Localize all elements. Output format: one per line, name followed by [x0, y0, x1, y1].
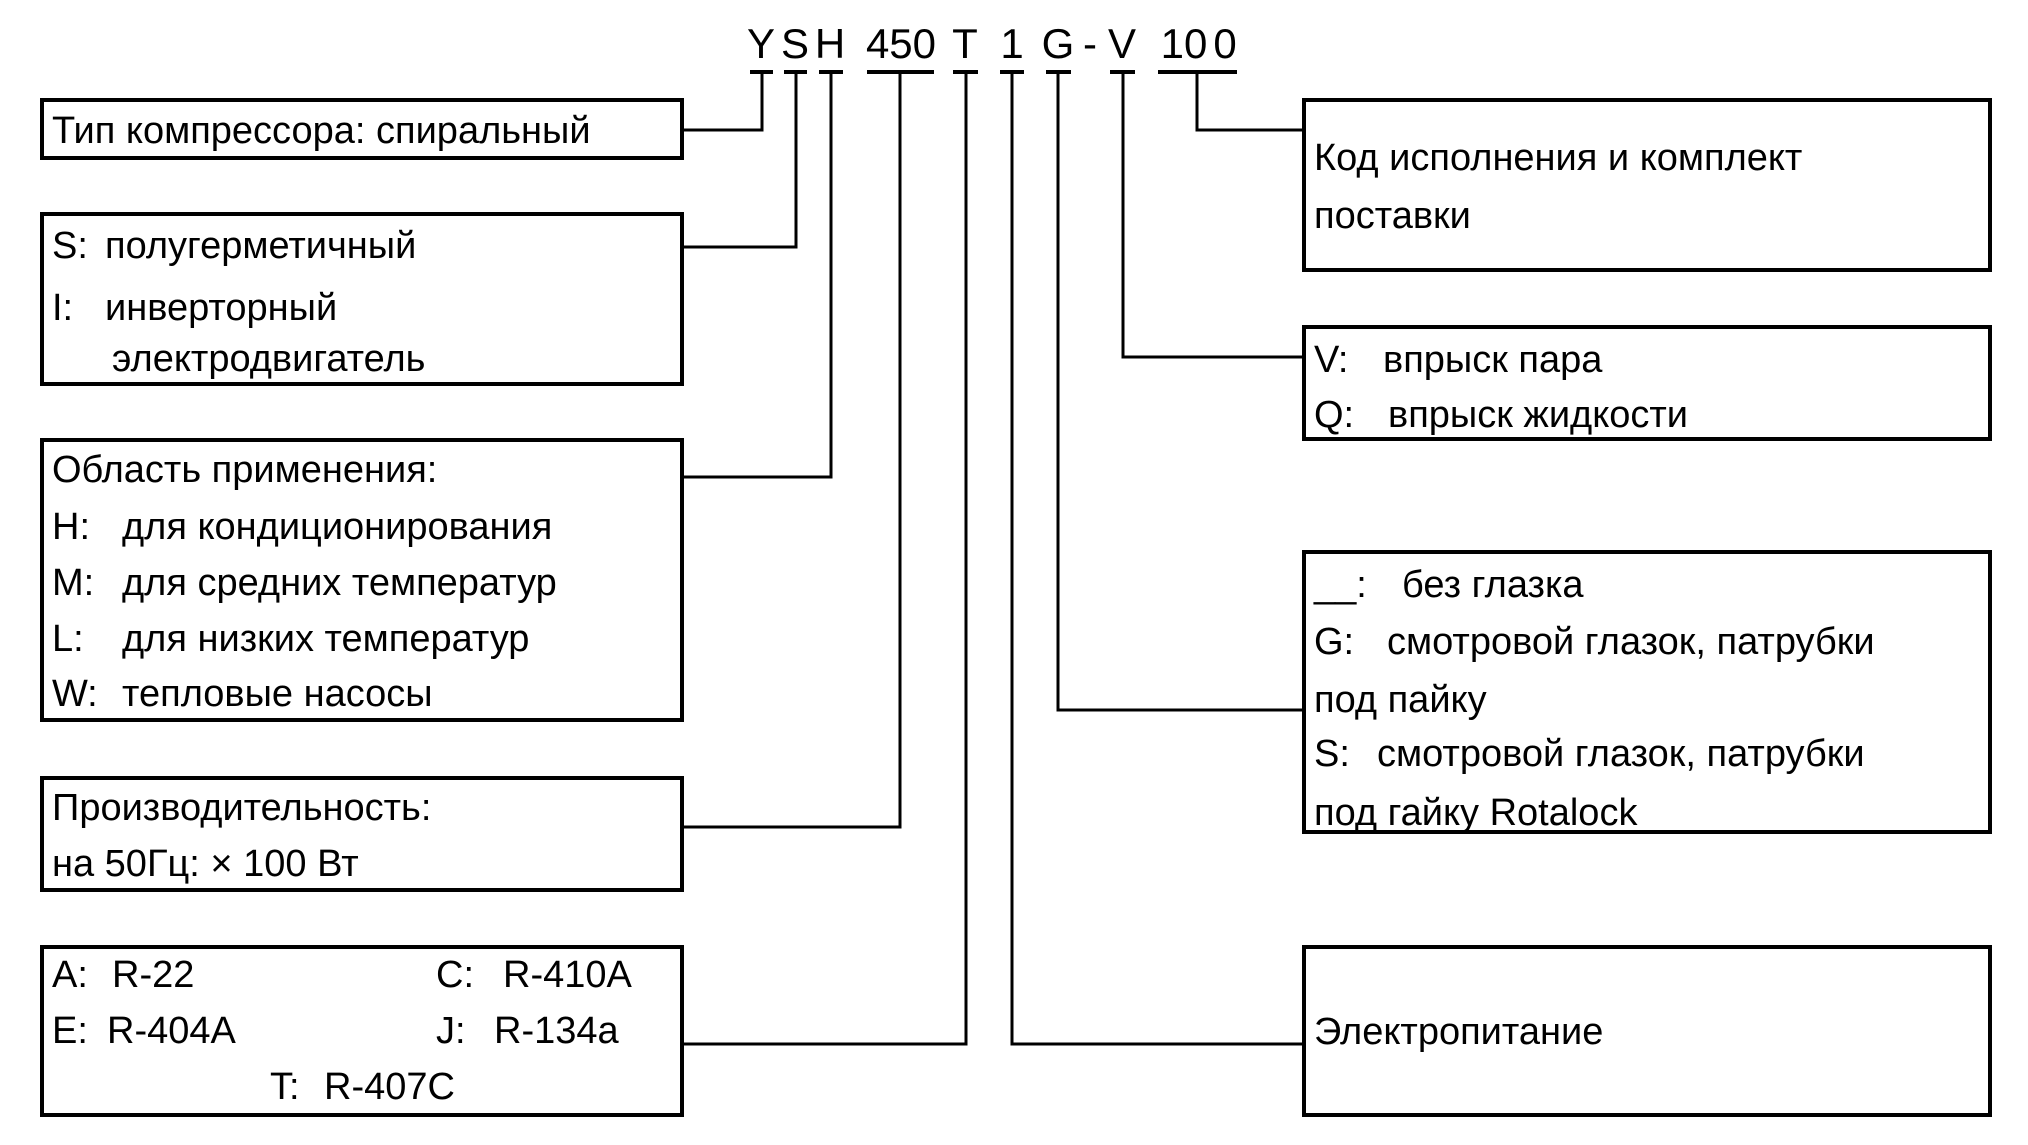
- box-sight-glass-code-s: S:: [1314, 733, 1350, 775]
- box-version: Код исполнения и комплект поставки: [1302, 98, 1992, 272]
- box-refrigerant-value-j: R-134a: [494, 1010, 619, 1052]
- box-sight-glass-desc-none: без глазка: [1402, 564, 1584, 606]
- box-sight-glass-desc-g: смотровой глазок, патрубки: [1387, 621, 1875, 663]
- box-application: Область применения: H: для кондициониров…: [40, 438, 684, 722]
- box-capacity-frame: [40, 776, 684, 892]
- box-application-code-w: W:: [52, 673, 98, 715]
- box-capacity-unit: на 50Гц: × 100 Вт: [52, 843, 359, 885]
- box-refrigerant-code-j: J:: [436, 1010, 466, 1052]
- box-application-desc-w: тепловые насосы: [122, 673, 433, 715]
- box-power: Электропитание: [1302, 945, 1992, 1117]
- connector-injection: [1121, 72, 1304, 359]
- code-segment-injection: V: [1108, 20, 1136, 67]
- connector-type: [682, 72, 764, 132]
- box-refrigerant-code-a: A:: [52, 954, 88, 996]
- box-capacity-title: Производительность:: [52, 787, 431, 829]
- connector-application: [682, 72, 833, 479]
- box-version-line-2: поставки: [1314, 195, 1471, 237]
- box-type: Тип компрессора: спиральный: [40, 98, 684, 160]
- box-power-line: Электропитание: [1314, 1011, 1603, 1053]
- box-sight-glass-desc-s: смотровой глазок, патрубки: [1377, 733, 1865, 775]
- box-motor-code-i: I:: [52, 287, 73, 329]
- code-segment-dash: -: [1083, 20, 1097, 67]
- box-sight-glass-frame: [1302, 550, 1992, 834]
- box-motor-desc-s: полугерметичный: [105, 225, 416, 267]
- box-motor: S: полугерметичный I: инверторный электр…: [40, 212, 684, 386]
- box-refrigerant-value-c: R-410A: [503, 954, 632, 996]
- code-segment-application: H: [815, 20, 845, 67]
- connector-version: [1195, 72, 1304, 132]
- box-refrigerant: A: R-22 C: R-410A E: R-404A J: R-134a T:…: [40, 945, 684, 1117]
- box-application-frame: [40, 438, 684, 722]
- connector-motor: [682, 72, 798, 249]
- box-motor-code-s: S:: [52, 225, 88, 267]
- box-power-frame: [1302, 945, 1992, 1117]
- model-code: Y S H 450 T 1 G - V 10 0: [747, 20, 1237, 74]
- box-injection-frame: [1302, 325, 1992, 441]
- box-application-title: Область применения:: [52, 449, 437, 491]
- code-segment-refrigerant: T: [952, 20, 978, 67]
- box-sight-glass-desc-s-cont: под гайку Rotalock: [1314, 792, 1638, 834]
- box-version-line-1: Код исполнения и комплект: [1314, 137, 1802, 179]
- box-injection-code-q: Q:: [1314, 394, 1354, 436]
- box-refrigerant-value-a: R-22: [112, 954, 194, 996]
- box-application-desc-l: для низких температур: [122, 618, 529, 660]
- connector-lines: [682, 72, 1304, 1046]
- box-application-code-l: L:: [52, 618, 84, 660]
- box-type-frame: [40, 98, 684, 160]
- code-segment-type: Y: [747, 20, 775, 67]
- box-sight-glass-desc-g-cont: под пайку: [1314, 679, 1487, 721]
- box-motor-frame: [40, 212, 684, 386]
- box-sight-glass-code-g: G:: [1314, 621, 1354, 663]
- box-injection-code-v: V:: [1314, 339, 1349, 381]
- connector-capacity: [682, 72, 902, 829]
- box-application-code-h: H:: [52, 506, 90, 548]
- code-segment-motor: S: [781, 20, 809, 67]
- box-application-desc-h: для кондиционирования: [122, 506, 552, 548]
- box-refrigerant-frame: [40, 945, 684, 1117]
- connector-power: [1010, 72, 1304, 1046]
- code-segment-capacity: 450: [866, 20, 936, 67]
- box-sight-glass-code-none: __:: [1313, 564, 1367, 606]
- box-refrigerant-code-c: C:: [436, 954, 474, 996]
- code-segment-sight-glass: G: [1042, 20, 1075, 67]
- box-refrigerant-code-t: T:: [270, 1066, 300, 1108]
- box-injection-desc-q: впрыск жидкости: [1388, 394, 1688, 436]
- code-segment-version-digit: 0: [1213, 20, 1236, 67]
- connector-refrigerant: [682, 72, 968, 1046]
- code-segment-version: 10: [1161, 20, 1208, 67]
- box-motor-desc-i-cont: электродвигатель: [112, 338, 425, 380]
- code-segment-power: 1: [1000, 20, 1023, 67]
- box-injection-desc-v: впрыск пара: [1383, 339, 1603, 381]
- box-sight-glass: __: без глазка G: смотровой глазок, патр…: [1302, 550, 1992, 834]
- connector-sight-glass: [1056, 72, 1304, 712]
- box-application-desc-m: для средних температур: [122, 562, 557, 604]
- box-refrigerant-value-e: R-404A: [107, 1010, 236, 1052]
- box-motor-desc-i: инверторный: [105, 287, 337, 329]
- box-type-line: Тип компрессора: спиральный: [52, 110, 591, 152]
- box-capacity: Производительность: на 50Гц: × 100 Вт: [40, 776, 684, 892]
- box-refrigerant-value-t: R-407C: [324, 1066, 455, 1108]
- box-application-code-m: M:: [52, 562, 94, 604]
- box-refrigerant-code-e: E:: [52, 1010, 88, 1052]
- box-injection: V: впрыск пара Q: впрыск жидкости: [1302, 325, 1992, 441]
- box-version-frame: [1302, 98, 1992, 272]
